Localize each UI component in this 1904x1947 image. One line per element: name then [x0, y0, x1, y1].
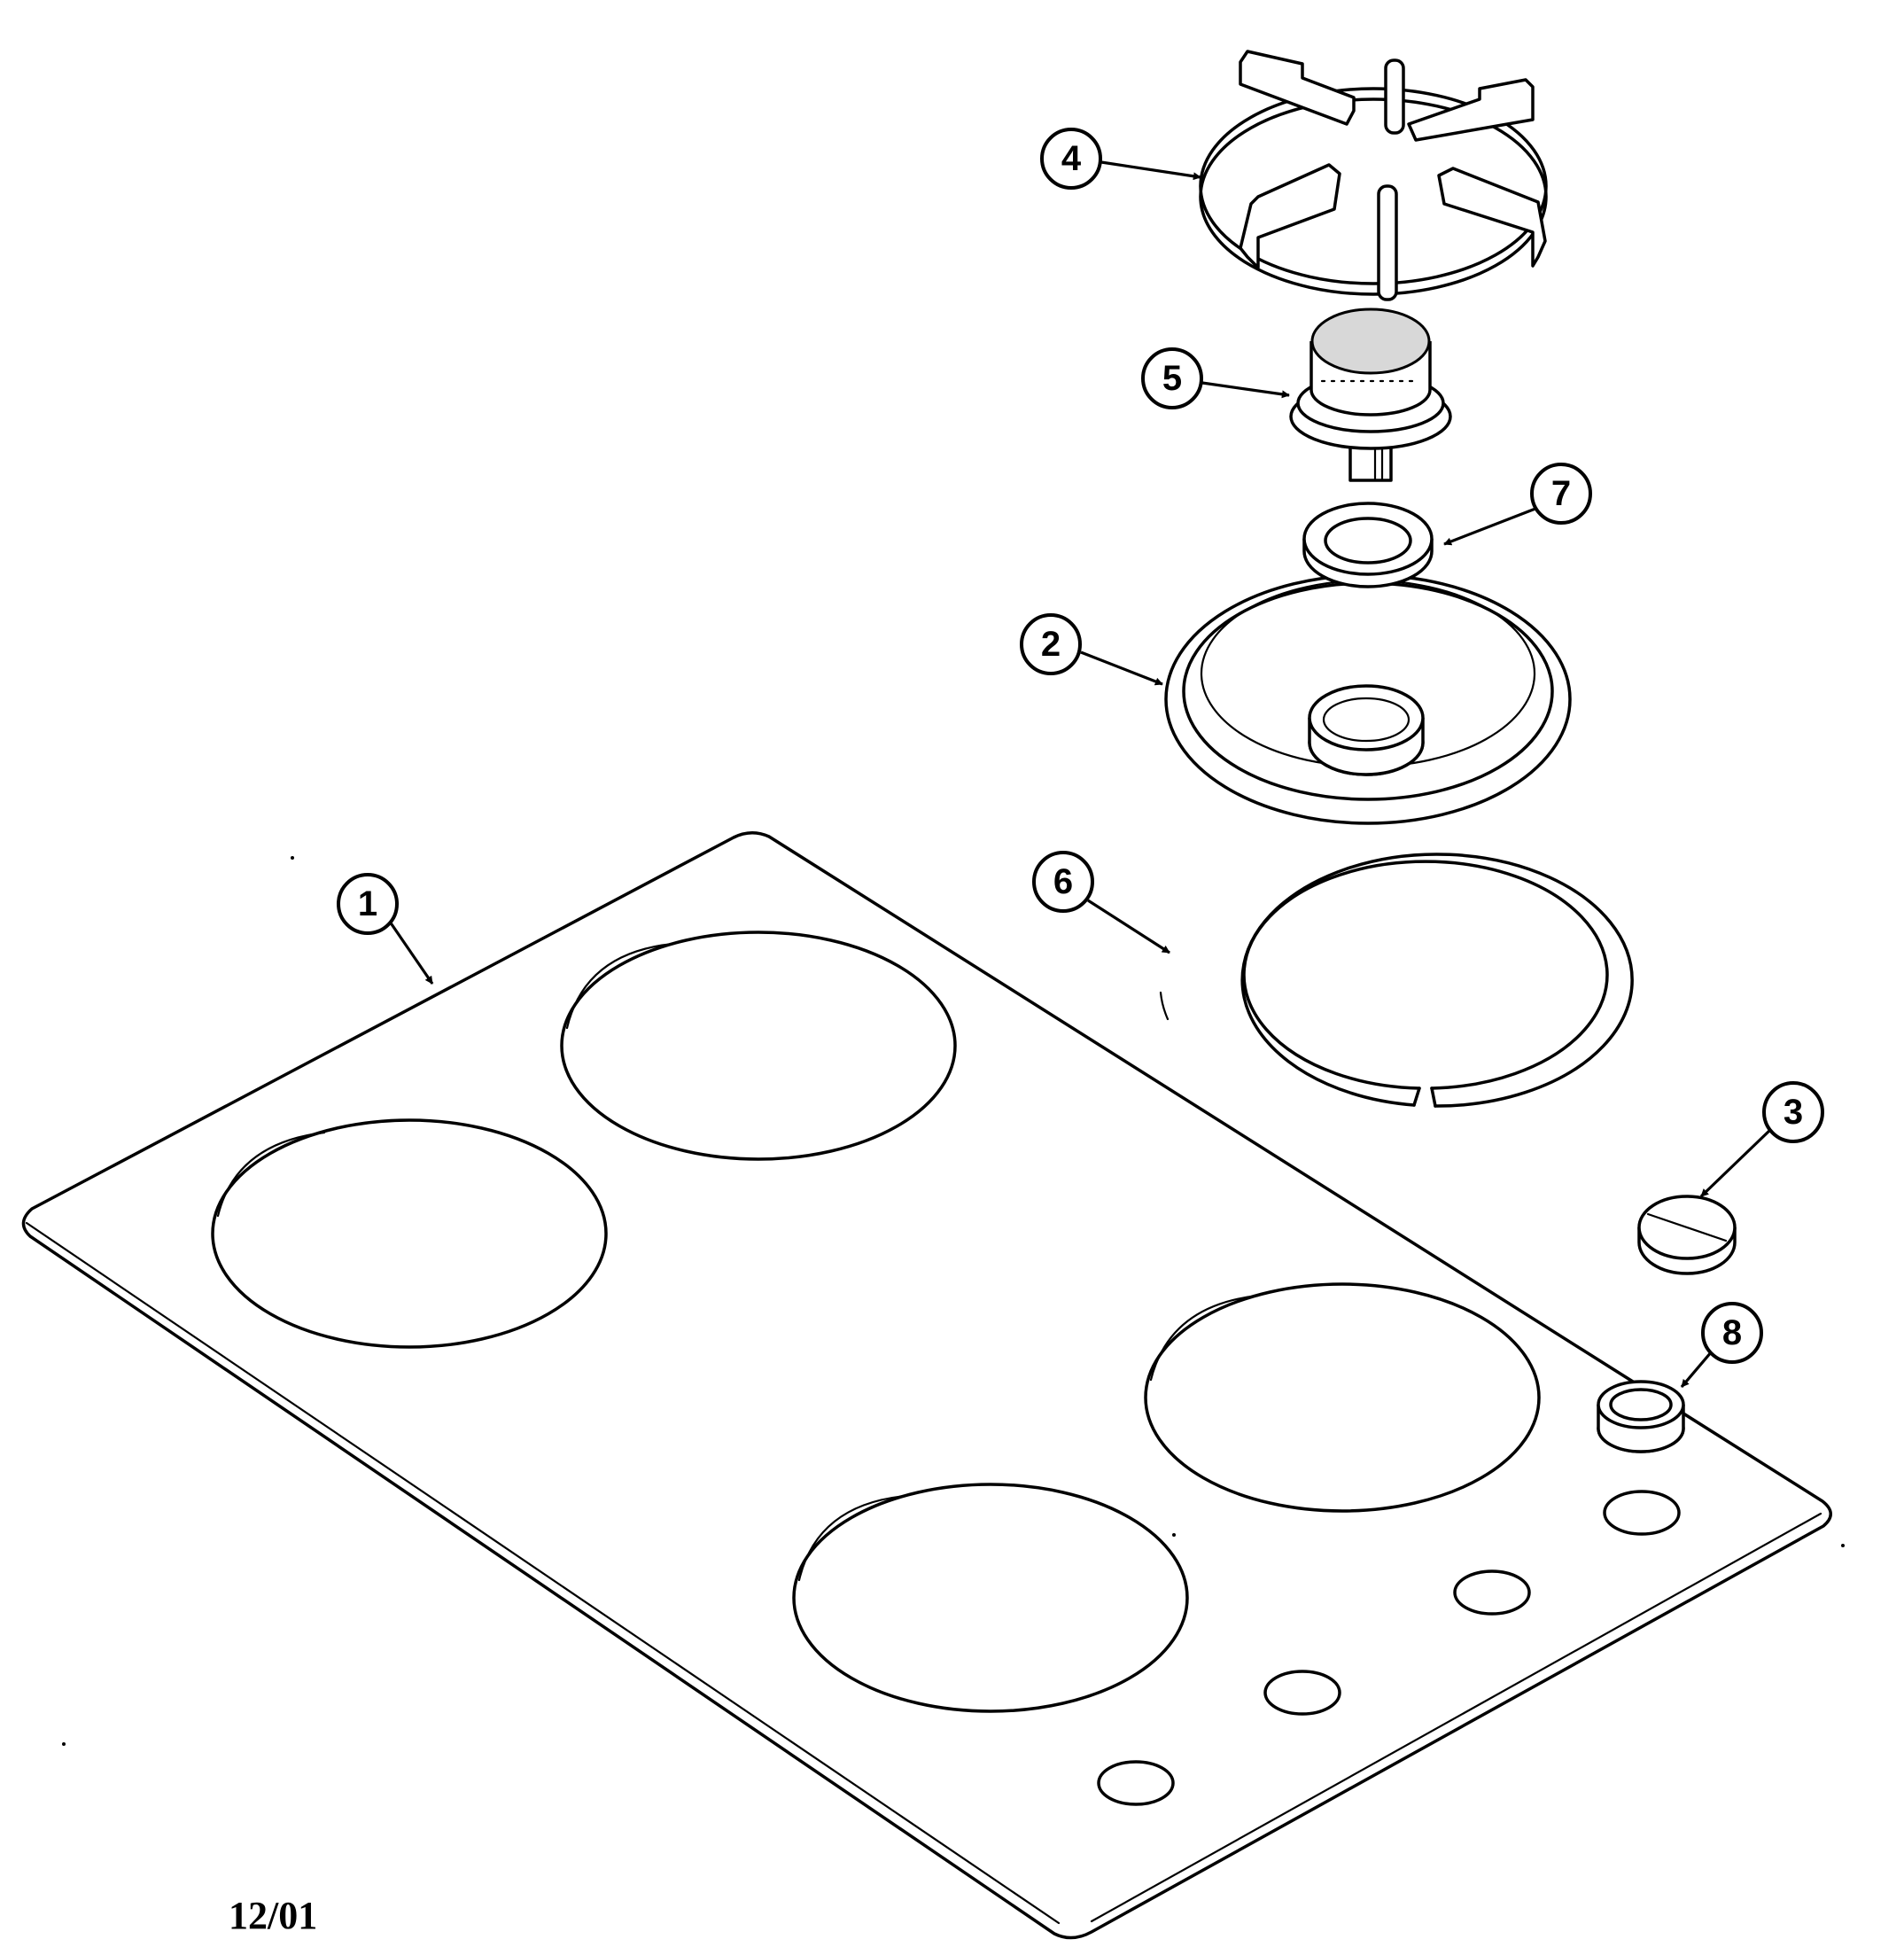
callout-7: 7: [1443, 463, 1592, 546]
callout-4: 4: [1040, 128, 1201, 190]
callout-5: 5: [1141, 347, 1290, 409]
callout-6: 6: [1032, 851, 1170, 954]
burner-grate: [1199, 50, 1548, 301]
callout-7-label: 7: [1551, 474, 1571, 513]
callout-3-label: 3: [1784, 1093, 1803, 1132]
knob-hole-1: [1097, 1760, 1175, 1806]
callout-8-label: 8: [1722, 1313, 1742, 1352]
trim-ring: [1159, 853, 1634, 1108]
callout-3: 3: [1699, 1081, 1824, 1198]
seal-ring: [1302, 502, 1434, 588]
knob-hole-3: [1453, 1569, 1531, 1616]
knob-hole-2: [1263, 1670, 1341, 1716]
callout-1: 1: [337, 873, 434, 985]
callout-6-label: 6: [1053, 862, 1073, 901]
callout-5-label: 5: [1162, 359, 1182, 398]
callout-1-label: 1: [358, 884, 377, 923]
cooktop-panel: [21, 831, 1832, 1940]
burner-opening-rear-right: [1144, 1282, 1541, 1513]
burner-bowl: [1164, 573, 1572, 825]
callout-4-label: 4: [1061, 139, 1082, 178]
knob-hole-4: [1603, 1490, 1681, 1536]
burner-head: [1289, 308, 1452, 482]
grommet: [1597, 1380, 1685, 1453]
burner-opening-rear-left: [560, 931, 957, 1161]
date-code: 12/01: [229, 1894, 317, 1937]
callout-2: 2: [1020, 613, 1163, 686]
callout-2-label: 2: [1041, 625, 1061, 664]
burner-opening-front-right: [792, 1483, 1189, 1713]
callout-8: 8: [1680, 1302, 1763, 1389]
burner-opening-front-left: [211, 1118, 608, 1349]
knob-cap: [1637, 1195, 1737, 1275]
